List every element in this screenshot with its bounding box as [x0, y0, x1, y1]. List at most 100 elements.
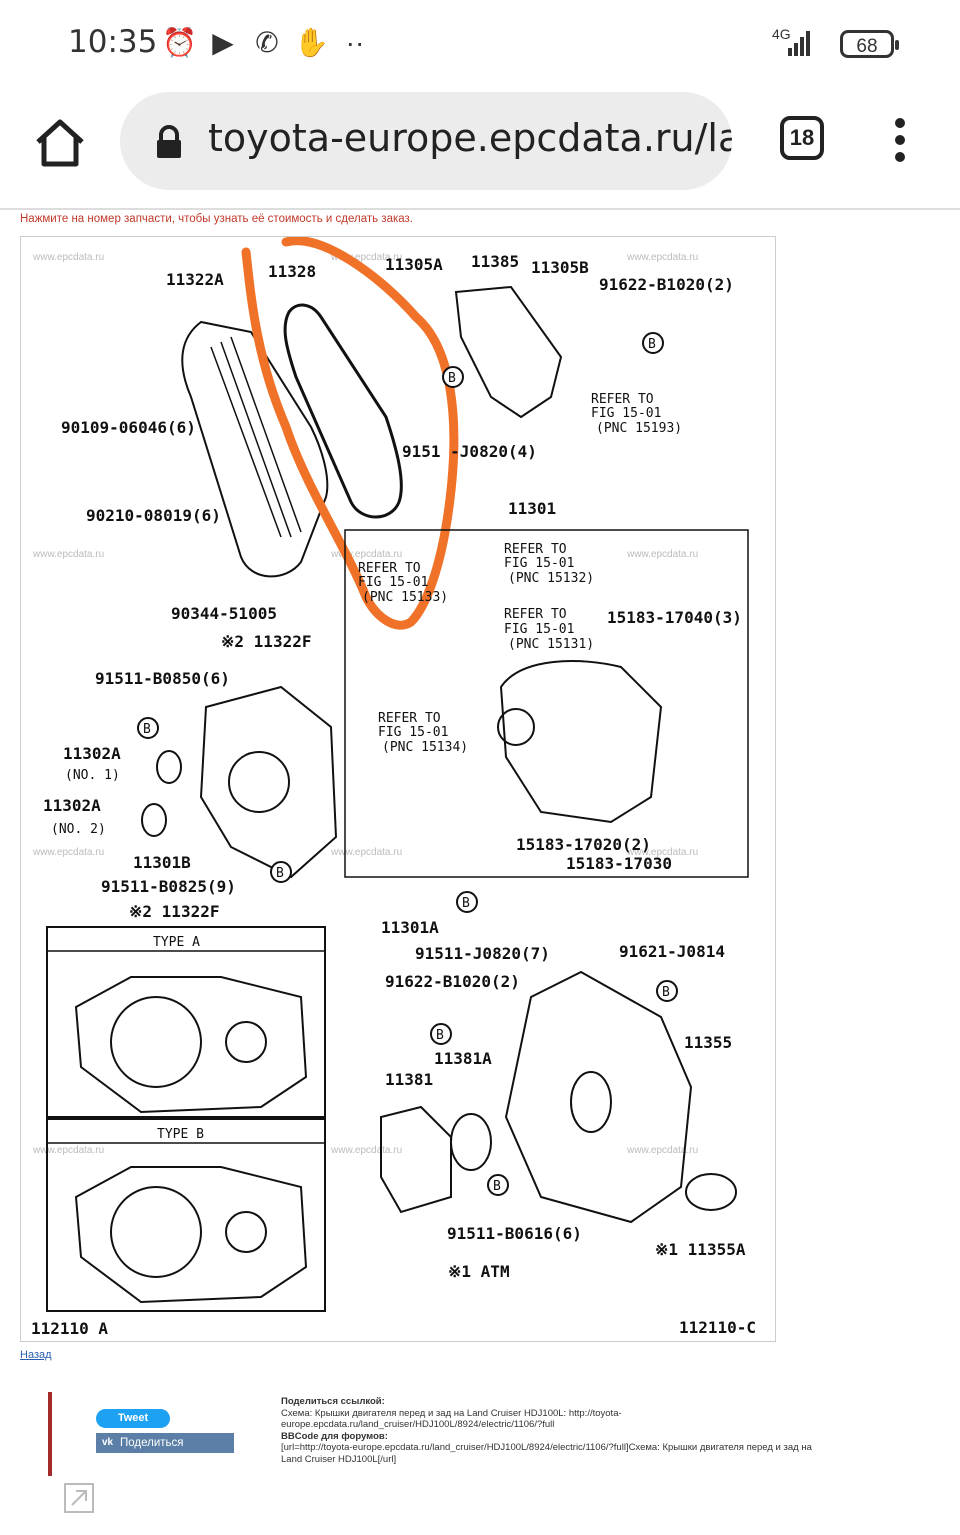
part-label[interactable]: 90344-51005: [171, 604, 277, 623]
watermark: www.epcdata.ru: [626, 549, 698, 560]
oil-seal-no2: [141, 803, 167, 837]
part-label[interactable]: 11385: [471, 252, 519, 271]
part-label[interactable]: 91621-J0814: [619, 942, 725, 961]
rear-seal-ring: [685, 1173, 737, 1211]
tab-switcher-button[interactable]: 18: [780, 116, 824, 160]
svg-text:B: B: [648, 337, 656, 352]
more-dots-icon: ··: [345, 27, 365, 58]
menu-dot-icon: [895, 135, 905, 145]
refer-note[interactable]: (PNC 15193): [596, 421, 682, 436]
type-a-box: [46, 926, 326, 1118]
refer-note[interactable]: (PNC 15134): [382, 740, 468, 755]
notice-text: Нажмите на номер запчасти, чтобы узнать …: [20, 213, 413, 225]
type-a-small-hole: [225, 1021, 267, 1063]
signal-icon: [788, 31, 810, 56]
part-label[interactable]: 11302A: [63, 744, 121, 763]
watermark: www.epcdata.ru: [330, 847, 402, 858]
part-label[interactable]: 91511-J0820(7): [415, 944, 550, 963]
part-label[interactable]: 11302A: [43, 796, 101, 815]
url-bar[interactable]: toyota-europe.epcdata.ru/lan: [120, 92, 732, 190]
part-label[interactable]: 91622-B1020(2): [385, 972, 520, 991]
part-label[interactable]: 15183-17020(2): [516, 835, 651, 854]
front-plate-shape: [199, 685, 338, 879]
illustration-code: 112110-C: [679, 1318, 756, 1337]
refer-note: FIG 15-01: [591, 406, 661, 421]
part-label[interactable]: 9151 -J0820(4): [402, 442, 537, 461]
upper-cover-shape: [454, 285, 563, 419]
refer-note: REFER TO: [358, 561, 421, 576]
refer-note: REFER TO: [504, 607, 567, 622]
part-label[interactable]: 11301: [508, 499, 556, 518]
svg-text:B: B: [436, 1028, 444, 1043]
part-label[interactable]: 11328: [268, 262, 316, 281]
watermark: www.epcdata.ru: [626, 252, 698, 263]
rear-oil-seal-retainer: [380, 1105, 452, 1214]
part-label[interactable]: ※2 11322F: [221, 632, 311, 651]
part-label[interactable]: 91511-B0616(6): [447, 1224, 582, 1243]
timing-cover-shape: [181, 320, 329, 578]
share-link-block: Поделиться ссылкой: Схема: Крышки двигат…: [281, 1396, 826, 1466]
gesture-icon: ✋: [294, 27, 329, 58]
watermark: www.epcdata.ru: [330, 1145, 402, 1156]
refer-note[interactable]: (PNC 15131): [508, 637, 594, 652]
part-label[interactable]: 15183-17030: [566, 854, 672, 873]
part-label[interactable]: 11355: [684, 1033, 732, 1052]
refer-note[interactable]: (PNC 15132): [508, 571, 594, 586]
type-a-title: TYPE A: [153, 935, 200, 950]
oil-pump-group-box: [344, 529, 749, 878]
part-label[interactable]: 11305B: [531, 258, 589, 277]
watermark: www.epcdata.ru: [32, 847, 104, 858]
part-label[interactable]: 11301B: [133, 853, 191, 872]
part-label[interactable]: 91511-B0825(9): [101, 877, 236, 896]
type-b-hole: [110, 1186, 202, 1278]
home-button[interactable]: [30, 114, 90, 174]
alarm-icon: ⏰: [162, 27, 197, 58]
parts-diagram: www.epcdata.ru www.epcdata.ru www.epcdat…: [20, 236, 776, 1342]
svg-text:B: B: [276, 866, 284, 881]
network-type: 4G: [772, 26, 791, 42]
oil-pump-body: [499, 660, 663, 824]
part-label[interactable]: 15183-17040(3): [607, 608, 742, 627]
watermark: www.epcdata.ru: [32, 252, 104, 263]
refer-note: REFER TO: [504, 542, 567, 557]
overflow-menu-button[interactable]: [890, 118, 910, 168]
refer-note: FIG 15-01: [358, 575, 428, 590]
back-link[interactable]: Назад: [20, 1349, 52, 1361]
bbcode-text[interactable]: [url=http://toyota-europe.epcdata.ru/lan…: [281, 1442, 812, 1465]
illustration-code: 112110 A: [31, 1319, 108, 1338]
part-label[interactable]: 90210-08019(6): [86, 506, 221, 525]
tweet-button[interactable]: Tweet: [96, 1409, 170, 1428]
url-text: toyota-europe.epcdata.ru/lan: [208, 116, 732, 160]
part-label[interactable]: ※2 11322F: [129, 902, 219, 921]
menu-dot-icon: [895, 118, 905, 128]
part-label[interactable]: ※1 11355A: [655, 1240, 746, 1259]
lock-icon: [157, 125, 181, 158]
part-label[interactable]: 91511-B0850(6): [95, 669, 230, 688]
status-bar: 10:35 ⏰ ▶ ✆ ✋ ·· 4G 68: [0, 0, 960, 90]
browser-toolbar: toyota-europe.epcdata.ru/lan 18: [0, 90, 960, 208]
share-link-text[interactable]: Схема: Крышки двигателя перед и зад на L…: [281, 1407, 622, 1431]
refer-note[interactable]: (PNC 15133): [362, 590, 448, 605]
menu-dot-icon: [895, 152, 905, 162]
svg-text:B: B: [448, 371, 456, 386]
rear-oil-seal: [450, 1113, 492, 1171]
watermark: www.epcdata.ru: [626, 1145, 698, 1156]
part-label[interactable]: 11381A: [434, 1049, 492, 1068]
toolbar-divider: [0, 208, 960, 210]
part-label[interactable]: 11305A: [385, 255, 443, 274]
part-label[interactable]: 11301A: [381, 918, 439, 937]
network-indicator: 4G: [772, 26, 810, 56]
expand-icon[interactable]: [64, 1483, 94, 1513]
type-b-box: [46, 1118, 326, 1312]
part-label[interactable]: 11381: [385, 1070, 433, 1089]
part-label[interactable]: 91622-B1020(2): [599, 275, 734, 294]
bbcode-heading: BBCode для форумов:: [281, 1430, 388, 1442]
watermark: www.epcdata.ru: [32, 549, 104, 560]
refer-note: FIG 15-01: [378, 725, 448, 740]
cover-ribs: [210, 336, 302, 538]
part-label[interactable]: 11322A: [166, 270, 224, 289]
refer-note: FIG 15-01: [504, 622, 574, 637]
part-label[interactable]: 90109-06046(6): [61, 418, 196, 437]
vk-share-button[interactable]: Поделиться: [96, 1433, 234, 1453]
home-icon: [36, 119, 84, 167]
